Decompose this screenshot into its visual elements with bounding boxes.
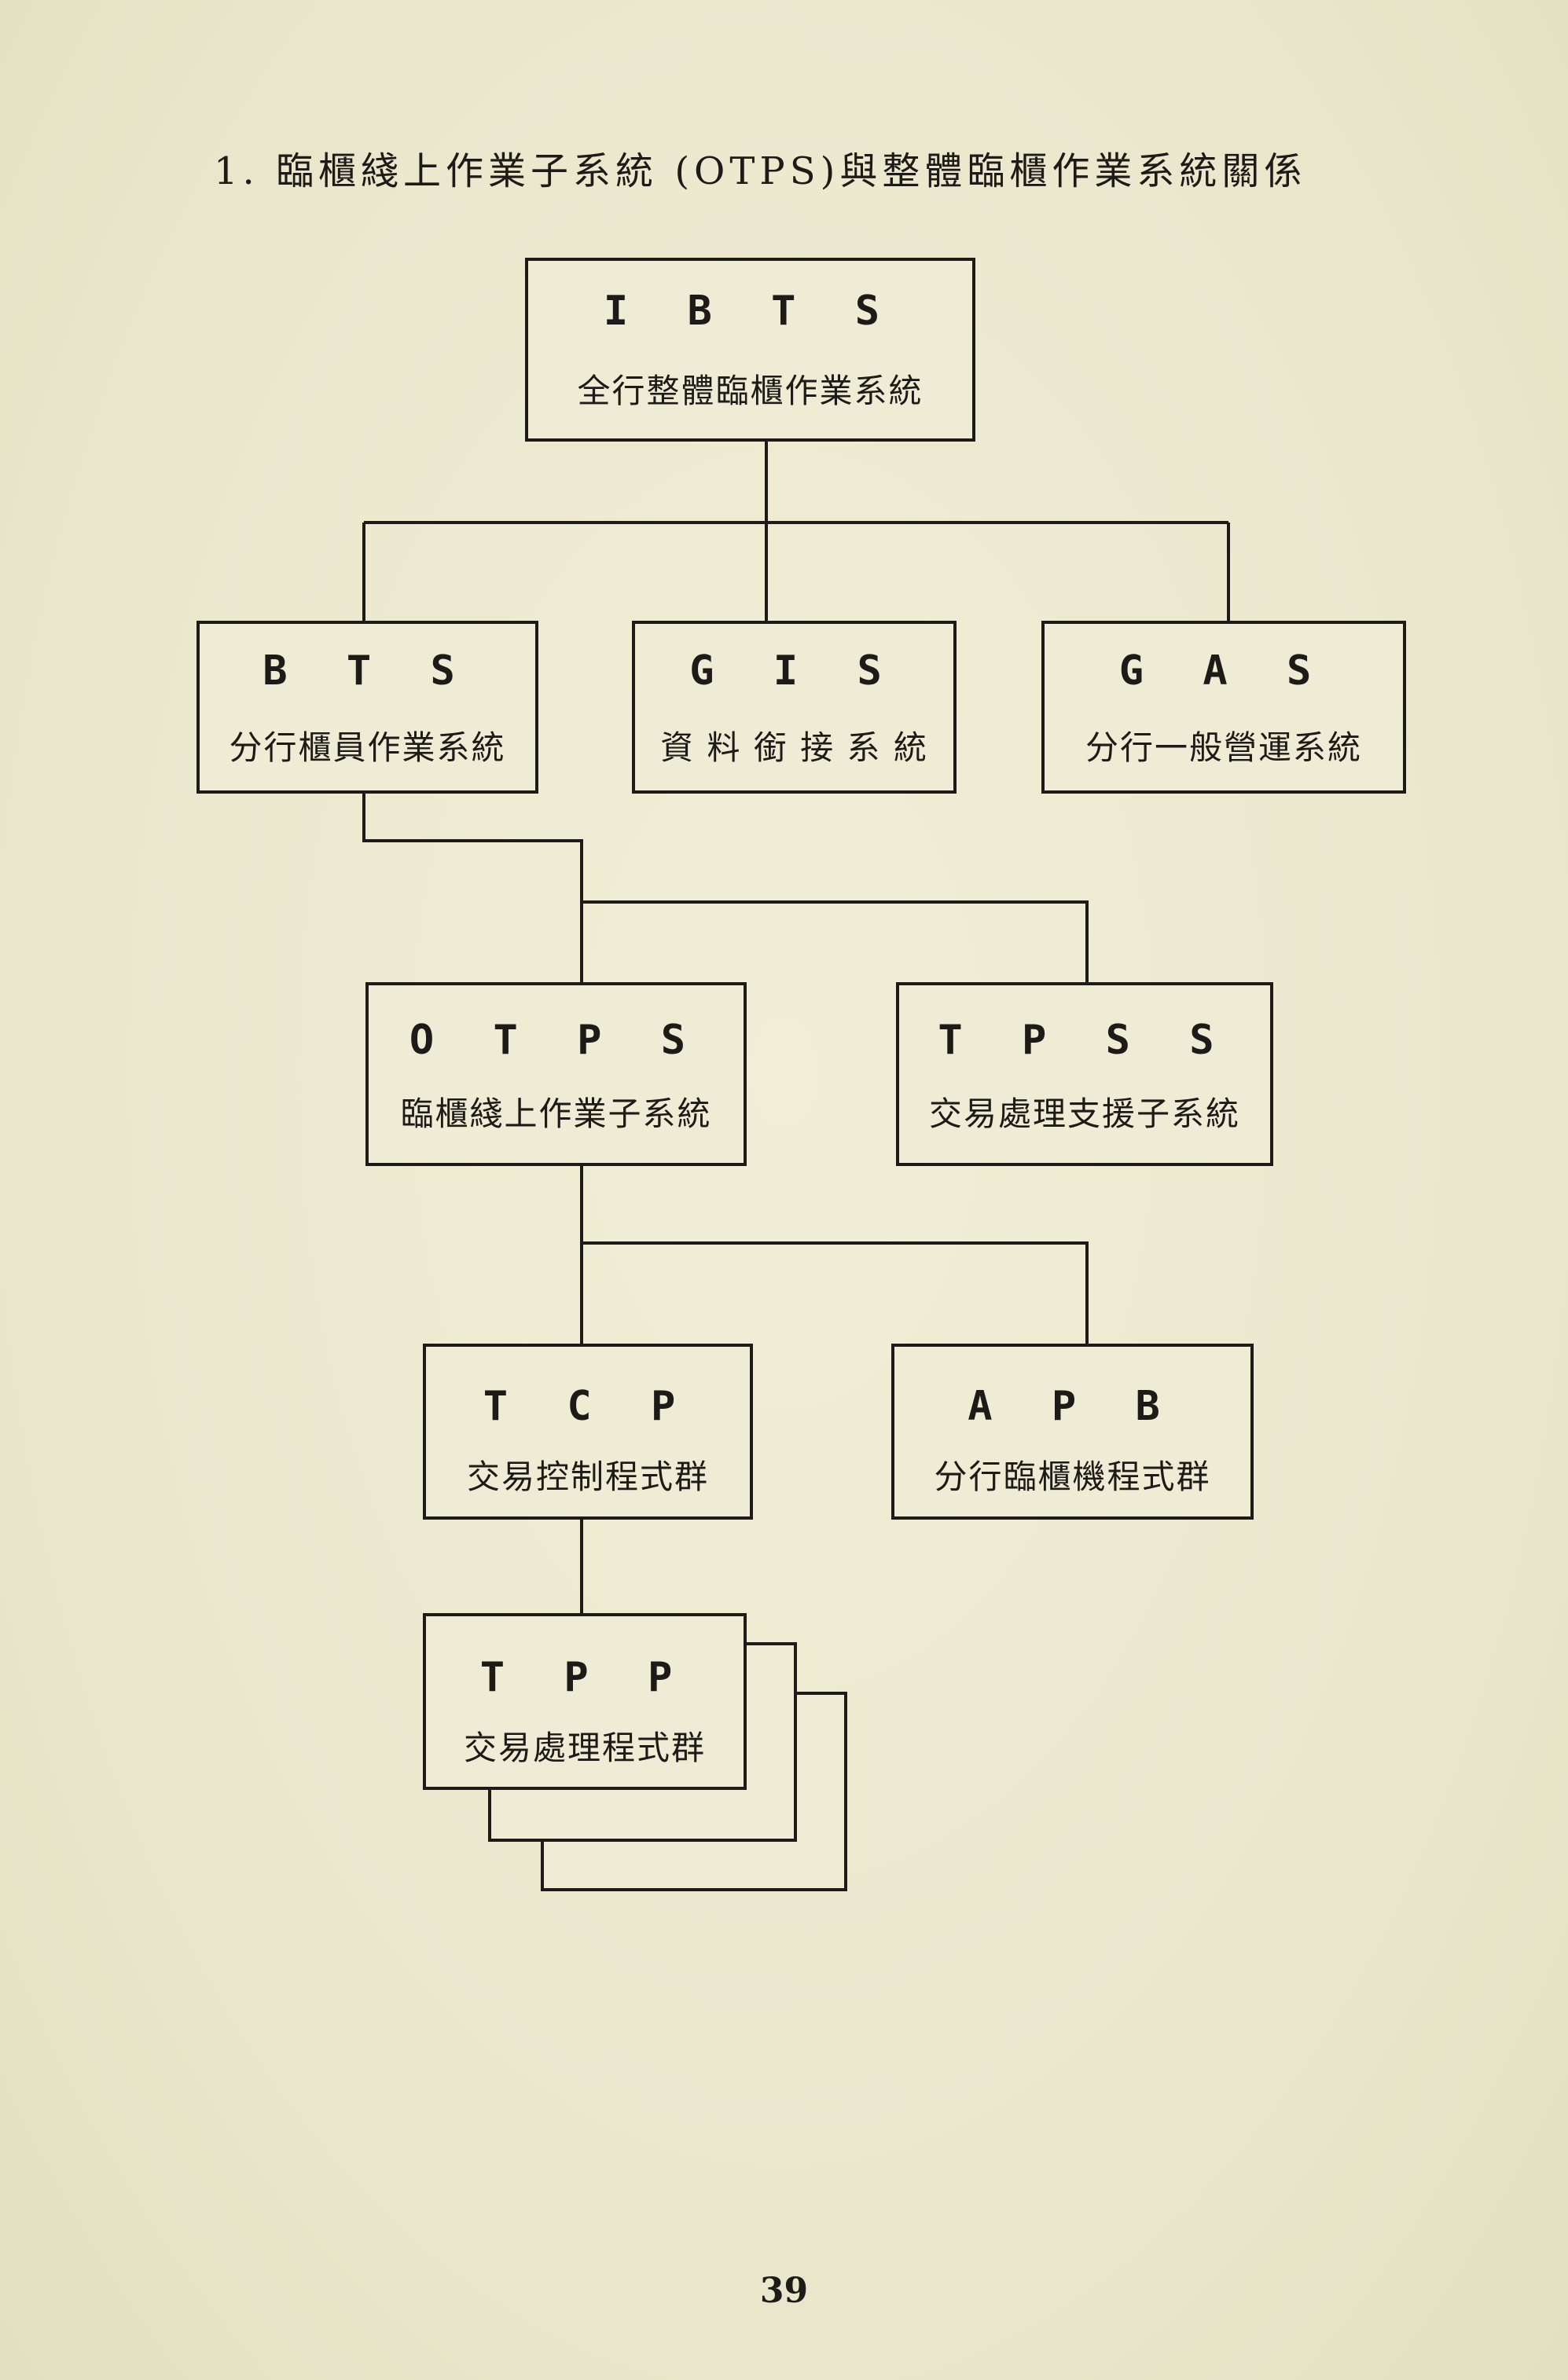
node-ibts: I B T S 全行整體臨櫃作業系統 [525, 258, 975, 442]
node-otps-desc: 臨櫃綫上作業子系統 [400, 1095, 712, 1133]
node-ibts-desc: 全行整體臨櫃作業系統 [577, 372, 924, 410]
node-otps: O T P S 臨櫃綫上作業子系統 [365, 982, 747, 1166]
node-gas-desc: 分行一般營運系統 [1085, 728, 1362, 767]
connector-bts-down [362, 792, 583, 904]
node-tcp-desc: 交易控制程式群 [466, 1458, 709, 1496]
node-bts: B T S 分行櫃員作業系統 [196, 621, 538, 794]
node-apb-desc: 分行臨櫃機程式群 [934, 1458, 1211, 1496]
node-tpp-desc: 交易處理程式群 [463, 1729, 706, 1767]
node-tpss: T P S S 交易處理支援子系統 [896, 982, 1273, 1166]
node-tpp-code: T P P [479, 1654, 690, 1701]
node-tpss-desc: 交易處理支援子系統 [928, 1095, 1240, 1133]
node-ibts-code: I B T S [603, 288, 898, 335]
node-gas: G A S 分行一般營運系統 [1041, 621, 1406, 794]
node-gas-code: G A S [1118, 647, 1329, 695]
node-gis-desc: 資 料 銜 接 系 統 [660, 728, 928, 767]
diagram-heading: 1. 臨櫃綫上作業子系統 (OTPS)與整體臨櫃作業系統關係 [214, 149, 1307, 193]
node-otps-code: O T P S [409, 1017, 703, 1064]
node-tpp: T P P 交易處理程式群 [423, 1613, 747, 1790]
node-tpss-code: T P S S [938, 1017, 1232, 1064]
node-apb-code: A P B [968, 1383, 1177, 1430]
node-apb: A P B 分行臨櫃機程式群 [891, 1344, 1254, 1520]
node-gis-code: G I S [689, 647, 899, 695]
node-tcp-code: T C P [483, 1383, 693, 1430]
node-bts-desc: 分行櫃員作業系統 [229, 728, 506, 767]
node-tcp: T C P 交易控制程式群 [423, 1344, 753, 1520]
node-bts-code: B T S [263, 647, 472, 695]
page-number: 39 [759, 2271, 809, 2311]
connector-level3-bar [582, 900, 1089, 982]
connector-level4-bar [582, 1241, 1089, 1345]
node-gis: G I S 資 料 銜 接 系 統 [632, 621, 957, 794]
